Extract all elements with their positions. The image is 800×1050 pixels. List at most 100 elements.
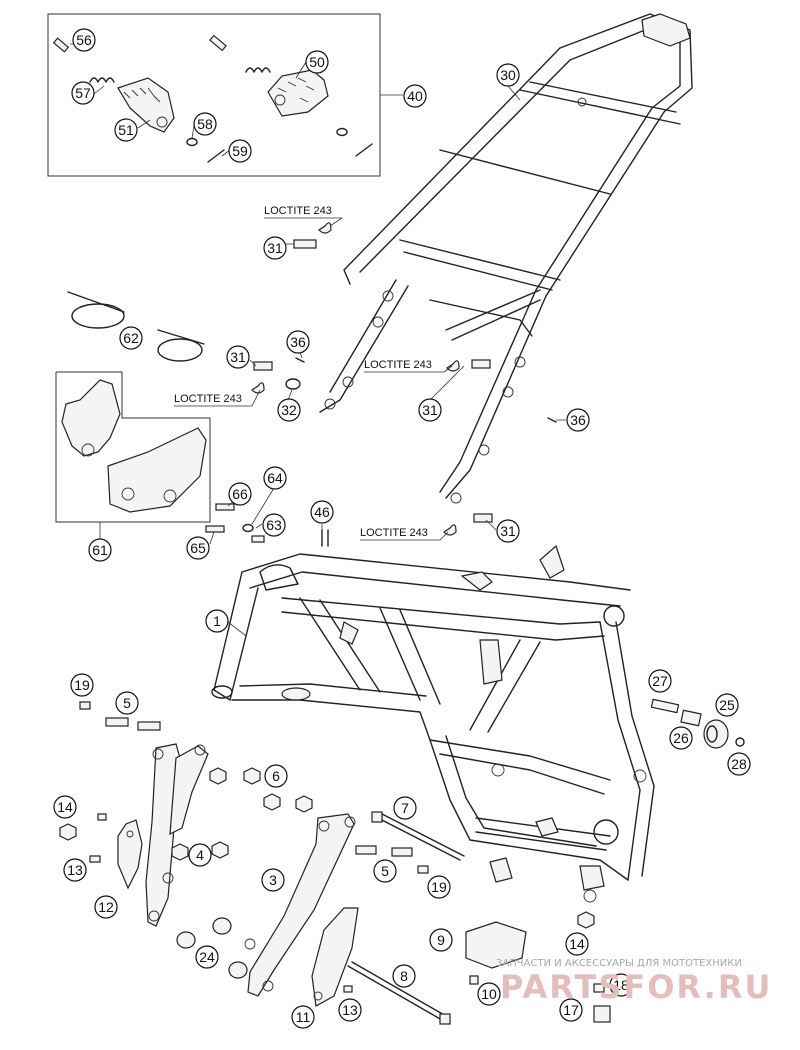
subframe-bolt-upper [293, 222, 332, 249]
nuts-6 [171, 767, 313, 861]
bubble-61: 61 [88, 538, 112, 562]
bubble-10: 10 [477, 982, 501, 1006]
leader-lines [70, 43, 566, 637]
bubble-31-lower: 31 [496, 519, 520, 543]
bubble-17: 17 [559, 998, 583, 1022]
svg-text:8: 8 [400, 968, 408, 984]
svg-text:7: 7 [401, 800, 409, 816]
svg-text:66: 66 [232, 486, 248, 502]
sprocket-guard-kit-box [55, 371, 211, 540]
svg-text:LOCTITE 243: LOCTITE 243 [364, 359, 432, 371]
bubble-27: 27 [648, 669, 672, 693]
bubble-46: 46 [310, 500, 334, 524]
subframe-bolt-middle [251, 361, 301, 394]
loctite-callout-1: LOCTITE 243 [264, 205, 343, 227]
loctite-callout-3: LOCTITE 243 [174, 389, 261, 407]
bubble-18: 18 [609, 973, 633, 997]
sprocket-guard-upper [61, 379, 121, 457]
svg-text:31: 31 [230, 349, 246, 365]
subframe-bolt-right [446, 359, 491, 372]
nut-14-right [577, 911, 595, 929]
svg-text:46: 46 [314, 504, 330, 520]
svg-text:51: 51 [118, 122, 134, 138]
loctite-callout-2: LOCTITE 243 [364, 359, 453, 373]
svg-text:28: 28 [731, 756, 747, 772]
bubble-31-top: 31 [263, 236, 287, 260]
bubble-59: 59 [228, 139, 252, 163]
bushing-26 [680, 709, 702, 727]
rubber-mount-25 [703, 719, 729, 749]
bolts-5-left [105, 717, 161, 731]
bubble-57: 57 [71, 81, 95, 105]
svg-text:61: 61 [92, 542, 108, 558]
svg-text:1: 1 [213, 613, 221, 629]
svg-text:19: 19 [74, 677, 90, 693]
main-frame [211, 544, 655, 903]
footpeg-pin-left [52, 37, 70, 53]
svg-text:13: 13 [342, 1002, 358, 1018]
long-bolt-7 [371, 811, 465, 861]
svg-text:59: 59 [232, 143, 248, 159]
watermark-caption: ЗАПЧАСТИ И АКСЕССУАРЫ ДЛЯ МОТОТЕХНИКИ [496, 958, 742, 969]
footpeg-kit-box [47, 13, 403, 177]
bubble-3: 3 [261, 868, 285, 892]
bubble-62: 62 [119, 326, 143, 350]
bubble-36-left: 36 [286, 330, 310, 354]
bubble-19-right: 19 [427, 875, 451, 899]
bubble-63: 63 [262, 513, 286, 537]
bracket-12 [117, 819, 143, 890]
footpeg-cotter-pin-right [355, 143, 373, 157]
footpeg-left [117, 77, 175, 133]
svg-text:11: 11 [296, 1009, 311, 1025]
footpeg-cotter-pin-left [207, 149, 225, 163]
bubble-66: 66 [228, 482, 252, 506]
bubble-25: 25 [715, 693, 739, 717]
bubble-11: 11 [291, 1005, 315, 1029]
svg-text:19: 19 [431, 879, 447, 895]
bubble-8: 8 [392, 964, 416, 988]
svg-text:4: 4 [196, 847, 204, 863]
part-18 [593, 983, 605, 993]
bubble-56: 56 [72, 28, 96, 52]
svg-text:57: 57 [75, 85, 91, 101]
svg-text:65: 65 [190, 540, 206, 556]
bubble-9: 9 [429, 928, 453, 952]
screw-10 [469, 975, 479, 985]
screw-19-right [417, 865, 429, 874]
bubble-32: 32 [277, 398, 301, 422]
bubble-7: 7 [393, 796, 417, 820]
bubble-5-left: 5 [115, 691, 139, 715]
screw-13-top [97, 813, 107, 821]
bubble-28: 28 [727, 752, 751, 776]
rear-subframe [319, 13, 693, 504]
long-bolt-8 [347, 961, 451, 1025]
svg-text:18: 18 [613, 977, 629, 993]
part-17 [593, 1005, 611, 1023]
bubble-13-left: 13 [63, 858, 87, 882]
engine-bracket-4 [145, 743, 209, 927]
bubble-26: 26 [669, 726, 693, 750]
bubble-6: 6 [264, 764, 288, 788]
svg-text:25: 25 [719, 697, 735, 713]
svg-text:40: 40 [407, 88, 423, 104]
svg-text:63: 63 [266, 517, 282, 533]
bubble-12: 12 [94, 895, 118, 919]
svg-text:27: 27 [652, 673, 668, 689]
svg-text:14: 14 [57, 799, 73, 815]
rubber-24 [176, 917, 248, 979]
bubble-40: 40 [403, 84, 427, 108]
footpeg-washer-left [186, 137, 198, 147]
bubble-31-middle: 31 [226, 345, 250, 369]
cable-tie-lower [157, 329, 205, 362]
svg-text:58: 58 [197, 116, 213, 132]
bubble-13-right: 13 [338, 998, 362, 1022]
nut-14-left [59, 823, 77, 841]
bubble-31-right: 31 [418, 398, 442, 422]
bubble-14-left: 14 [53, 795, 77, 819]
svg-text:LOCTITE 243: LOCTITE 243 [360, 527, 428, 539]
bubble-1: 1 [205, 609, 229, 633]
bolt-27 [650, 698, 680, 714]
svg-text:6: 6 [272, 768, 280, 784]
svg-text:3: 3 [269, 872, 277, 888]
